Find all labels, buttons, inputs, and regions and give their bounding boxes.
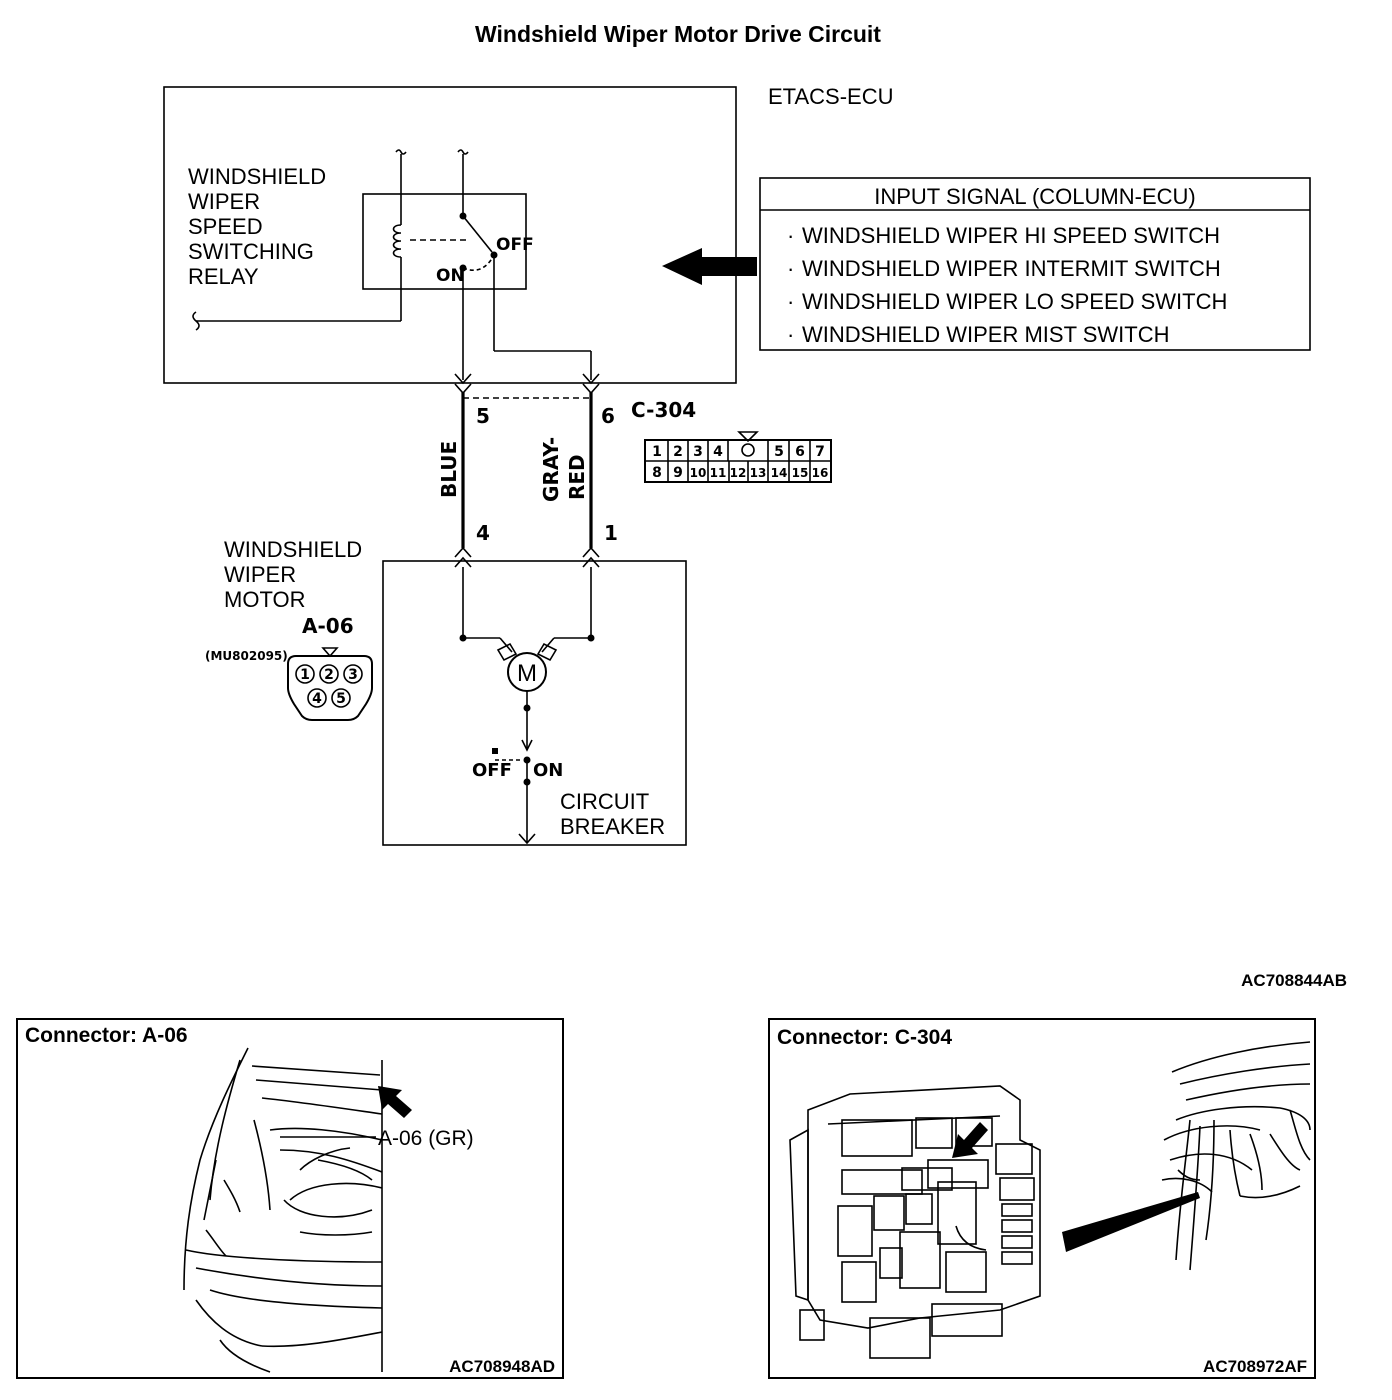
a06-pin: 2 xyxy=(324,667,334,683)
wire-color-red: RED xyxy=(565,454,589,500)
pin-1-label: 1 xyxy=(604,521,618,545)
relay-label-line: WIPER xyxy=(188,189,260,214)
panel-c304 xyxy=(768,1018,1316,1379)
relay-off-label: OFF xyxy=(496,235,534,255)
motor-internal-wiring xyxy=(459,567,595,845)
pin-5-label: 5 xyxy=(476,404,490,428)
c304-pin: 16 xyxy=(812,466,829,480)
engine-bay-illustration xyxy=(183,1047,383,1373)
breaker-off-label: OFF xyxy=(472,760,512,781)
input-signal-bullet: · xyxy=(787,256,794,281)
motor-label: WINDSHIELD WIPER MOTOR xyxy=(224,537,362,612)
input-signal-list: · WINDSHIELD WIPER HI SPEED SWITCH · WIN… xyxy=(787,223,1227,347)
motor-box xyxy=(382,560,687,846)
a06-pin: 1 xyxy=(300,667,310,683)
input-arrow-icon xyxy=(662,248,757,285)
a06-pin: 5 xyxy=(336,691,346,707)
pin-4-label: 4 xyxy=(476,521,490,545)
relay-label-line: SPEED xyxy=(188,214,263,239)
a06-pin: 4 xyxy=(312,691,322,707)
c304-pin: 3 xyxy=(693,444,703,460)
wire-color-blue: BLUE xyxy=(437,441,461,498)
c304-pin: 15 xyxy=(792,466,809,480)
ecu-connector-terminals xyxy=(454,373,600,399)
c304-pin: 4 xyxy=(713,444,723,460)
c304-pin: 6 xyxy=(795,444,805,460)
c304-pin: 1 xyxy=(652,444,662,460)
motor-label-line: WIPER xyxy=(224,562,296,587)
motor-connector-terminals xyxy=(454,546,600,568)
panel-a06 xyxy=(16,1018,564,1379)
c304-pin: 9 xyxy=(673,465,683,481)
motor-label-line: WINDSHIELD xyxy=(224,537,362,562)
input-signal-item: WINDSHIELD WIPER MIST SWITCH xyxy=(802,322,1170,347)
a06-pin: 3 xyxy=(348,667,358,683)
pin-6-label: 6 xyxy=(601,404,615,428)
c304-pin: 13 xyxy=(750,466,767,480)
panel-c304-title: Connector: C-304 xyxy=(777,1026,952,1049)
input-signal-bullet: · xyxy=(787,289,794,314)
diagram-title: Windshield Wiper Motor Drive Circuit xyxy=(475,21,881,47)
c304-pin: 11 xyxy=(710,466,727,480)
a06-connector-face xyxy=(287,647,373,721)
relay-switch xyxy=(457,149,592,380)
input-signal-bullet: · xyxy=(787,223,794,248)
panel-a06-callout: A-06 (GR) xyxy=(378,1127,474,1150)
a06-connector-label: A-06 xyxy=(302,614,354,638)
location-pointer-icon xyxy=(1062,1192,1200,1252)
c304-pin: 2 xyxy=(673,444,683,460)
input-signal-item: WINDSHIELD WIPER HI SPEED SWITCH xyxy=(802,223,1220,248)
dash-harness-illustration xyxy=(1161,1041,1311,1271)
wire-color-gray: GRAY- xyxy=(539,437,563,502)
callout-arrow-icon xyxy=(378,1086,412,1118)
etacs-ecu-box xyxy=(163,86,737,384)
input-signal-bullet: · xyxy=(787,322,794,347)
input-signal-header: INPUT SIGNAL (COLUMN-ECU) xyxy=(874,184,1195,209)
jb-callout-arrow-icon xyxy=(952,1122,988,1158)
input-signal-item: WINDSHIELD WIPER INTERMIT SWITCH xyxy=(802,256,1221,281)
breaker-label-line: BREAKER xyxy=(560,814,665,839)
input-signal-box xyxy=(759,177,1311,351)
a06-part-number: (MU802095) xyxy=(205,649,288,663)
breaker-label-line: CIRCUIT xyxy=(560,789,649,814)
c304-pin: 7 xyxy=(815,444,825,460)
c304-connector-label: C-304 xyxy=(631,398,696,422)
etacs-ecu-label: ETACS-ECU xyxy=(768,84,894,109)
c304-pin: 5 xyxy=(774,444,784,460)
panel-a06-title: Connector: A-06 xyxy=(25,1024,188,1047)
relay-box xyxy=(362,193,527,290)
c304-pin-numbers: 1 2 3 4 5 6 7 8 9 10 11 12 13 14 15 16 xyxy=(652,444,828,481)
a06-pin-numbers: 1 2 3 4 5 xyxy=(300,667,358,707)
relay-label-line: WINDSHIELD xyxy=(188,164,326,189)
input-signal-item: WINDSHIELD WIPER LO SPEED SWITCH xyxy=(802,289,1227,314)
breaker-on-label: ON xyxy=(533,760,563,781)
c304-pin: 8 xyxy=(652,465,662,481)
junction-block-illustration xyxy=(789,1085,1041,1359)
relay-label-line: RELAY xyxy=(188,264,259,289)
c304-pin: 10 xyxy=(690,466,707,480)
c304-pin: 14 xyxy=(771,466,788,480)
c304-connector-face xyxy=(644,431,832,483)
motor-symbol-letter: M xyxy=(517,660,537,687)
motor-label-line: MOTOR xyxy=(224,587,305,612)
relay-label: WINDSHIELD WIPER SPEED SWITCHING RELAY xyxy=(188,164,326,289)
c304-pin: 12 xyxy=(730,466,747,480)
relay-coil xyxy=(192,149,470,331)
relay-on-label: ON xyxy=(436,266,465,286)
panel-c304-code: AC708972AF xyxy=(1203,1357,1307,1376)
figure-code: AC708844AB xyxy=(1241,971,1347,990)
panel-a06-code: AC708948AD xyxy=(449,1357,555,1376)
relay-label-line: SWITCHING xyxy=(188,239,314,264)
